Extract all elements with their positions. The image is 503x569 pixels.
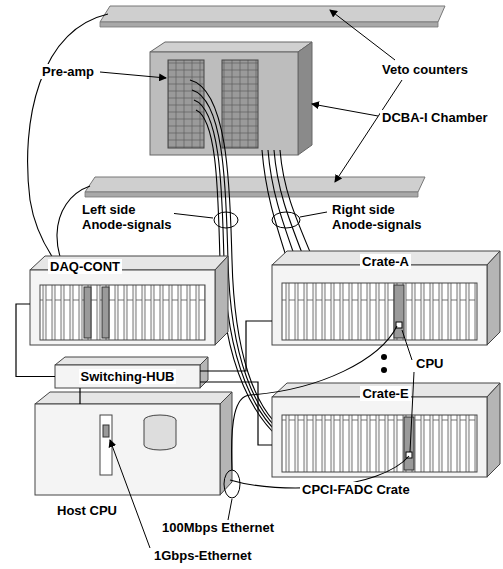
node-label: Host CPU	[55, 503, 119, 518]
node-label: Switching-HUB	[79, 369, 177, 384]
callout-label: Veto counters	[380, 62, 470, 77]
ethernet-cable	[16, 304, 55, 377]
callout-label: Pre-amp	[40, 64, 96, 79]
node-label: DAQ-CONT	[48, 259, 122, 274]
ethernet-cable	[200, 321, 272, 371]
node-label: Crate-E	[360, 386, 410, 401]
callout-label: CPU	[414, 356, 445, 371]
callout-label: 1Gbps-Ethernet	[152, 548, 254, 563]
ethernet-cable	[79, 388, 80, 404]
crate-box: DAQ-CONT	[30, 256, 215, 345]
crate-box: Crate-E	[272, 383, 487, 477]
host-box: Host CPU	[35, 404, 220, 495]
hub-box: Switching-HUB	[55, 365, 200, 388]
callout-label: Left side Anode-signals	[80, 202, 174, 232]
crate-box: Crate-A	[272, 251, 487, 345]
ethernet-cable	[200, 382, 272, 445]
callout-label: Right side Anode-signals	[330, 202, 434, 232]
callout-label: 100Mbps Ethernet	[160, 520, 276, 535]
node-label: Crate-A	[360, 254, 411, 269]
callout-label: DCBA-I Chamber	[380, 110, 489, 125]
callout-label: CPCI-FADC Crate	[300, 482, 412, 497]
